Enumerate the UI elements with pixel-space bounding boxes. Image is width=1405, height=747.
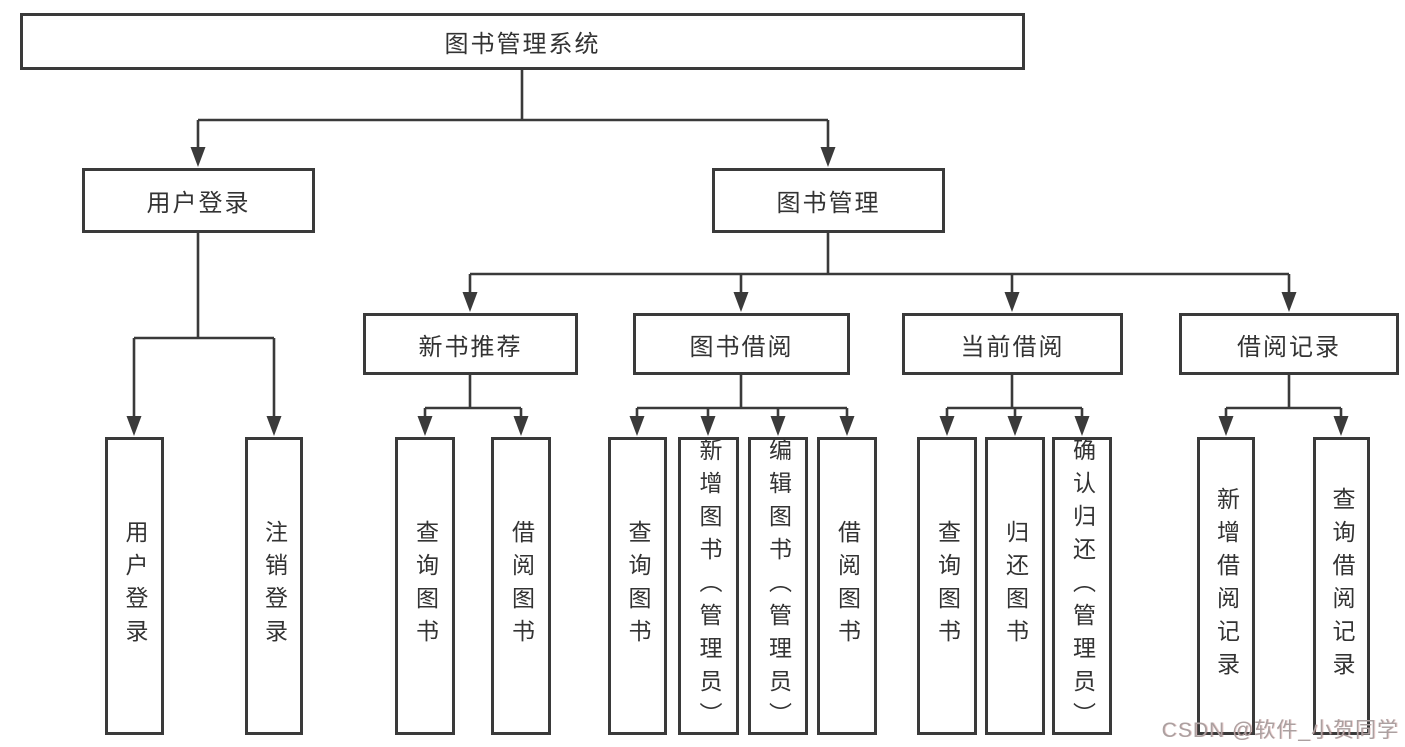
node-label: 借阅记录	[1237, 333, 1341, 361]
node-leaf-borrow-2: 借阅图书	[817, 437, 877, 735]
arrowhead-down	[700, 416, 716, 436]
node-leaf-confirm: 确认归还（管理员）	[1052, 437, 1112, 735]
node-label: 查询图书	[934, 520, 961, 652]
arrowhead-down	[770, 416, 786, 436]
arrowhead-down	[513, 416, 529, 436]
node-new-book-rec: 新书推荐	[363, 313, 578, 375]
arrowhead-down	[1218, 416, 1234, 436]
node-leaf-query-rec: 查询借阅记录	[1313, 437, 1370, 735]
arrowhead-down	[733, 292, 749, 312]
arrowhead-down	[629, 416, 645, 436]
node-label: 图书借阅	[689, 333, 794, 361]
node-label: 新书推荐	[418, 333, 523, 361]
arrowhead-down	[1074, 416, 1090, 436]
node-label: 新增借阅记录	[1213, 487, 1240, 685]
node-current-borrow: 当前借阅	[902, 313, 1123, 375]
node-leaf-query-2: 查询图书	[608, 437, 667, 735]
node-label: 图书管理	[776, 190, 881, 217]
node-label: 新增图书（管理员）	[696, 437, 722, 735]
arrowhead-down	[1007, 416, 1023, 436]
node-leaf-login: 用户登录	[105, 437, 164, 735]
node-book-mgmt: 图书管理	[712, 168, 945, 233]
node-leaf-borrow-1: 借阅图书	[491, 437, 551, 735]
node-label: 图书管理系统	[444, 31, 601, 58]
node-leaf-add-book: 新增图书（管理员）	[678, 437, 739, 735]
node-root: 图书管理系统	[20, 13, 1025, 70]
node-label: 查询图书	[625, 520, 651, 652]
arrowhead-down	[190, 147, 206, 167]
node-label: 查询图书	[412, 520, 439, 652]
node-leaf-return: 归还图书	[985, 437, 1045, 735]
node-label: 借阅图书	[834, 520, 861, 652]
node-label: 编辑图书（管理员）	[765, 437, 792, 735]
node-leaf-add-rec: 新增借阅记录	[1197, 437, 1255, 735]
node-leaf-logout: 注销登录	[245, 437, 303, 735]
arrowhead-down	[820, 147, 836, 167]
node-label: 当前借阅	[960, 333, 1065, 361]
arrowhead-down	[939, 416, 955, 436]
node-leaf-edit-book: 编辑图书（管理员）	[748, 437, 808, 735]
node-label: 注销登录	[261, 520, 288, 652]
arrowhead-down	[1281, 292, 1297, 312]
arrowhead-down	[462, 292, 478, 312]
arrowhead-down	[417, 416, 433, 436]
node-leaf-query-1: 查询图书	[395, 437, 455, 735]
arrowhead-down	[1004, 292, 1020, 312]
node-label: 用户登录	[122, 520, 148, 652]
arrowhead-down	[126, 416, 142, 436]
node-borrow-records: 借阅记录	[1179, 313, 1399, 375]
node-label: 查询借阅记录	[1329, 487, 1355, 685]
watermark: CSDN @软件_小贺同学	[1161, 719, 1399, 742]
arrowhead-down	[1333, 416, 1349, 436]
node-user-login: 用户登录	[82, 168, 315, 233]
arrowhead-down	[839, 416, 855, 436]
arrowhead-down	[266, 416, 282, 436]
node-leaf-query-3: 查询图书	[917, 437, 977, 735]
node-label: 确认归还（管理员）	[1069, 437, 1096, 735]
node-label: 归还图书	[1002, 520, 1029, 652]
node-book-borrow: 图书借阅	[633, 313, 850, 375]
node-label: 用户登录	[146, 190, 251, 217]
node-label: 借阅图书	[508, 520, 535, 652]
